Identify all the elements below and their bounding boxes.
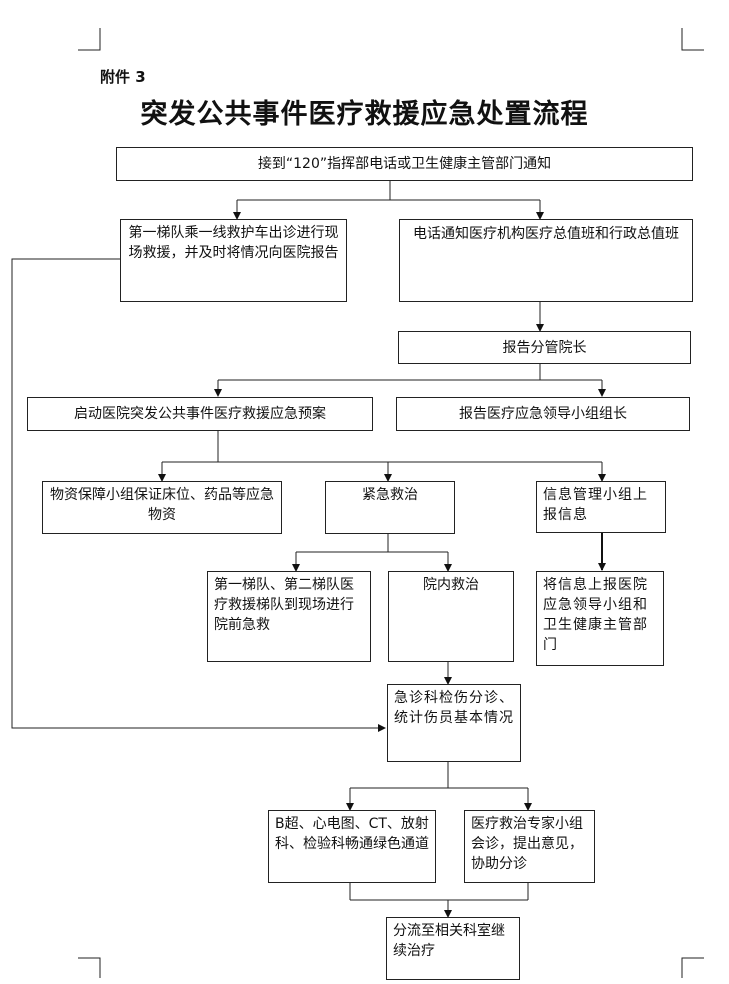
arrow [11,258,386,732]
report-vp-box: 报告分管院长 [398,331,691,364]
green-channel-box: B超、心电图、CT、放射科、检验科畅通绿色通道 [268,810,436,883]
attachment-label: 附件 3 [100,68,146,86]
notify-duty-box: 电话通知医疗机构医疗总值班和行政总值班 [399,219,693,302]
triage-box: 急诊科检伤分诊、统计伤员基本情况 [387,684,521,762]
supplies-box: 物资保障小组保证床位、药品等应急物资 [42,481,282,534]
info-report-box: 信息管理小组上报信息 [536,481,666,533]
activate-plan-box: 启动医院突发公共事件医疗救援应急预案 [27,397,373,431]
report-leader-box: 报告医疗应急领导小组组长 [396,397,690,431]
inhospital-treatment-box: 院内救治 [388,571,514,662]
transfer-box: 分流至相关科室继续治疗 [386,917,520,980]
expert-consult-box: 医疗救治专家小组会诊，提出意见，协助分诊 [464,810,595,883]
receive-notice-box: 接到“120”指挥部电话或卫生健康主管部门通知 [116,147,693,181]
first-team-box: 第一梯队乘一线救护车出诊进行现场救援，并及时将情况向医院报告 [120,219,347,302]
report-upward-box: 将信息上报医院应急领导小组和卫生健康主管部门 [536,571,664,666]
prehospital-teams-box: 第一梯队、第二梯队医疗救援梯队到现场进行院前急救 [207,571,371,662]
emergency-treatment-box: 紧急救治 [325,481,455,534]
page-title: 突发公共事件医疗救援应急处置流程 [140,99,589,130]
